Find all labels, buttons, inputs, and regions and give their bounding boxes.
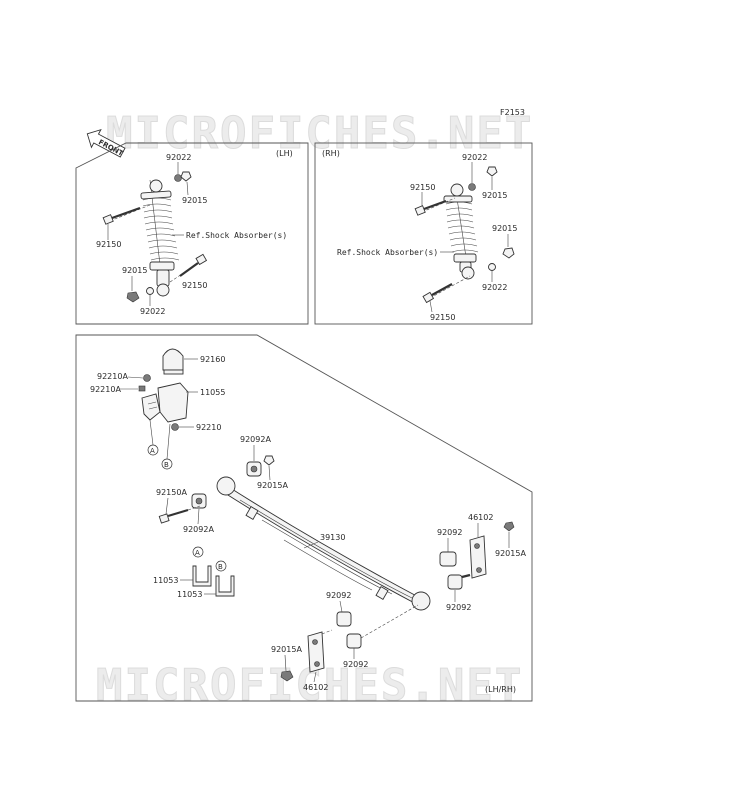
figure-code: F2153 xyxy=(500,108,525,117)
clamp-11053-a xyxy=(192,565,212,587)
bolt-92150-upper-rh xyxy=(414,197,456,216)
panel-main: (LH/RH) A B xyxy=(75,334,533,702)
label-lh-ref-shock: Ref.Shock Absorber(s) xyxy=(186,231,287,240)
bolt-92150-upper-lh xyxy=(102,204,151,225)
nut-92015-lower-rh xyxy=(502,247,515,259)
shock-absorber-rh xyxy=(443,183,479,280)
watermark-bottom: MICROFICHES.NET xyxy=(96,660,523,711)
label-rh-92022-top: 92022 xyxy=(462,153,487,162)
shock-absorber-lh xyxy=(140,179,180,297)
label-lh-92022-top: 92022 xyxy=(166,153,191,162)
bolt-92150-lower-rh xyxy=(422,275,471,304)
label-main-92210A-a: 92210A xyxy=(97,372,128,381)
nut-92015-upper-rh xyxy=(486,166,498,177)
label-main-92015A-lower: 92015A xyxy=(271,645,302,654)
label-lh-92150-left: 92150 xyxy=(96,240,121,249)
label-main-92092-lower-a: 92092 xyxy=(326,591,351,600)
nut-92015-lower-lh xyxy=(126,291,140,303)
shackle-46102-upper xyxy=(469,535,487,579)
label-rh-92015-top: 92015 xyxy=(482,191,507,200)
bump-stop-92160 xyxy=(162,348,184,375)
clamp-11053-b xyxy=(215,575,235,597)
label-main-92015A-front: 92015A xyxy=(257,481,288,490)
bracket-11055 xyxy=(141,382,189,423)
panel-lh-side: (LH) xyxy=(276,149,293,158)
leaf-spring-39130 xyxy=(216,476,431,611)
nut-92022-lower-lh xyxy=(146,287,154,295)
label-rh-92150-bottom: 92150 xyxy=(430,313,455,322)
bolt-92150-lower-lh xyxy=(169,253,208,283)
bushing-92092A-upper xyxy=(246,461,262,477)
nut-92022-lower-rh xyxy=(488,263,496,271)
label-main-92092-lower-b: 92092 xyxy=(343,660,368,669)
nut-92022-upper-lh xyxy=(174,174,182,182)
nut-92015-upper-lh xyxy=(180,171,192,182)
bolt-92150A xyxy=(158,505,201,524)
panel-main-side: (LH/RH) xyxy=(485,685,516,694)
label-rh-92022-bottom: 92022 xyxy=(482,283,507,292)
label-main-92092A-bottom: 92092A xyxy=(183,525,214,534)
nut-92210A-b xyxy=(138,385,146,392)
bushing-92092-lower-a xyxy=(336,611,352,627)
label-rh-ref-shock: Ref.Shock Absorber(s) xyxy=(337,248,438,257)
watermark-top: MICROFICHES.NET xyxy=(106,108,533,159)
callout-a-bottom: A xyxy=(195,549,200,557)
panel-rh-side: (RH) xyxy=(322,149,340,158)
callout-b-bottom: B xyxy=(218,563,223,571)
callout-circle-b-bottom xyxy=(215,560,227,572)
bushing-92092-mid-right xyxy=(447,573,471,590)
callout-b-top: B xyxy=(164,461,169,469)
panel-rh: (RH) xyxy=(314,142,533,325)
label-main-11055: 11055 xyxy=(200,388,225,397)
label-main-39130: 39130 xyxy=(320,533,345,542)
bushing-92092-lower-b xyxy=(346,633,362,649)
label-main-92092-upper-right: 92092 xyxy=(437,528,462,537)
label-main-92092A-top: 92092A xyxy=(240,435,271,444)
panel-lh: (LH) xyxy=(75,142,309,325)
bushing-92092A-lower xyxy=(191,493,207,509)
label-main-11053-a: 11053 xyxy=(153,576,178,585)
callout-a-top: A xyxy=(150,447,155,455)
label-lh-92022-bottom: 92022 xyxy=(140,307,165,316)
label-main-92160: 92160 xyxy=(200,355,225,364)
nut-92015A-lower xyxy=(280,670,294,682)
label-main-92210: 92210 xyxy=(196,423,221,432)
label-main-46102-bottom: 46102 xyxy=(303,683,328,692)
bushing-92092-upper-right xyxy=(439,551,457,567)
callout-circle-a-bottom xyxy=(192,546,204,558)
label-lh-92150-right: 92150 xyxy=(182,281,207,290)
shackle-46102-lower xyxy=(307,629,333,673)
label-main-11053-b: 11053 xyxy=(177,590,202,599)
label-main-92015A-rear: 92015A xyxy=(495,549,526,558)
nut-92022-upper-rh xyxy=(468,183,476,191)
label-lh-92015-top: 92015 xyxy=(182,196,207,205)
label-main-92210A-b: 92210A xyxy=(90,385,121,394)
nut-92210A-a xyxy=(143,374,151,382)
label-main-46102-top: 46102 xyxy=(468,513,493,522)
label-rh-92015-bottom: 92015 xyxy=(492,224,517,233)
nut-92210 xyxy=(171,423,179,431)
label-rh-92150-top: 92150 xyxy=(410,183,435,192)
label-lh-92015-bottom: 92015 xyxy=(122,266,147,275)
label-main-92150A: 92150A xyxy=(156,488,187,497)
nut-92015A-rear xyxy=(503,521,515,532)
label-main-92092-mid-right: 92092 xyxy=(446,603,471,612)
nut-92015A-front xyxy=(263,455,275,466)
